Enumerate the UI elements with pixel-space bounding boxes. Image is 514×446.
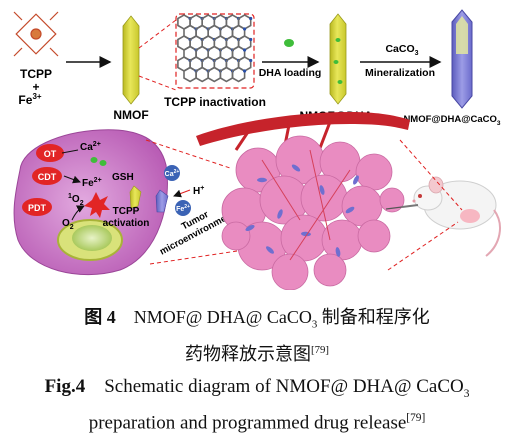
cdt-badge: CDT — [32, 167, 62, 185]
tumor-mass — [221, 135, 405, 290]
label-plus: + — [32, 80, 39, 94]
caption-cn-line1: 图 4 NMOF@ DHA@ CaCO3 制备和程序化 — [84, 307, 430, 331]
label-tcpp-inactivation: TCPP inactivation — [164, 95, 266, 109]
mof-lattice-inset — [175, 13, 255, 89]
label-tcpp-activation-2: activation — [103, 218, 150, 229]
ca-ion-icon: Ca2+ — [164, 165, 180, 181]
blood-vessel — [196, 112, 410, 146]
label-cell-fe2: Fe2+ — [82, 177, 102, 189]
svg-text:Fe2+: Fe2+ — [176, 204, 190, 213]
caption-en-line2: preparation and programmed drug release[… — [88, 412, 426, 434]
outside-crystal-icon — [155, 189, 169, 213]
label-nmof-dha-caco3: NMOF@DHA@CaCO3 — [403, 114, 500, 127]
svg-text:Ca2+: Ca2+ — [165, 169, 180, 178]
label-caco3: CaCO3 — [385, 43, 418, 57]
label-mineralization: Mineralization — [365, 67, 435, 79]
label-oxygen: O2 — [62, 218, 74, 231]
label-tcpp: TCPP — [20, 67, 52, 81]
nmof-crystal-icon — [122, 15, 140, 105]
cell-crystal-icon — [129, 185, 142, 209]
nmof-dha-crystal-icon — [329, 13, 347, 105]
mouse-icon — [385, 176, 501, 257]
pdt-badge: PDT — [22, 198, 52, 216]
fe-ion-icon: Fe2+ — [175, 200, 191, 216]
svg-text:CDT: CDT — [38, 172, 57, 182]
ot-badge: OT — [36, 144, 64, 162]
starburst-icon — [84, 192, 110, 218]
label-h-plus: H+ — [193, 185, 204, 197]
label-fe3: Fe3+ — [18, 92, 41, 107]
label-cell-ca2: Ca2+ — [80, 141, 101, 153]
label-tcpp-activation-1: TCPP — [113, 206, 140, 217]
label-gsh: GSH — [112, 172, 134, 183]
tcpp-molecule-icon — [13, 11, 59, 57]
dha-drug-icon — [284, 39, 294, 47]
svg-text:PDT: PDT — [28, 203, 47, 213]
svg-text:OT: OT — [44, 149, 57, 159]
nmof-dha-caco3-crystal-icon — [451, 9, 473, 109]
caption-en-line1: Fig.4 Schematic diagram of NMOF@ DHA@ Ca… — [44, 376, 470, 400]
label-dha-loading: DHA loading — [259, 67, 322, 79]
schematic-diagram: TCPP + Fe3+ NMOF TCPP inactivation DHA l… — [13, 9, 501, 290]
caption-cn-line2: 药物释放示意图[79] — [185, 344, 329, 364]
label-singlet-oxygen: 1O2 — [68, 193, 84, 207]
label-nmof: NMOF — [113, 108, 148, 122]
